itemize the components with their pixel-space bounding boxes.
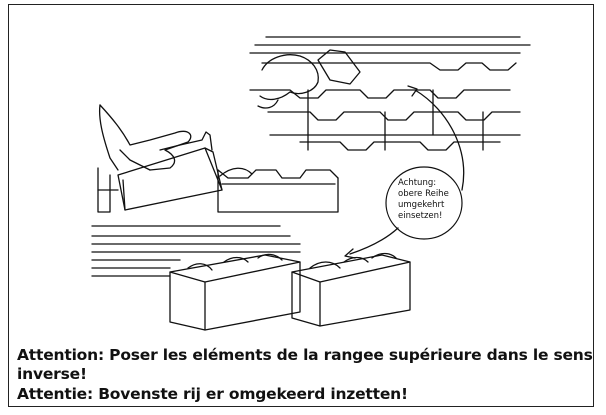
- lower-block-left: [169, 253, 301, 331]
- lower-block-right: [291, 252, 411, 327]
- caption-dutch: Attentie: Bovenste rij er omgekeerd inze…: [17, 385, 408, 403]
- caption-french: Attention: Poser les eléments de la rang…: [17, 346, 593, 383]
- callout-line-2: obere Reihe: [398, 189, 449, 199]
- callout-line-1: Achtung:: [398, 178, 437, 188]
- upper-wall-courses: [249, 36, 531, 151]
- illustration-frame: [8, 4, 594, 407]
- callout-text: Achtung: obere Reihe umgekehrt einsetzen…: [398, 178, 460, 222]
- arrow-upper: [414, 89, 465, 191]
- lower-course-lines: [91, 225, 301, 277]
- middle-blocks: [97, 167, 339, 213]
- hand-placing-block: [98, 104, 223, 211]
- callout-line-4: einsetzen!: [398, 211, 443, 221]
- callout-bubble: [385, 166, 463, 240]
- arrow-lower: [349, 227, 399, 255]
- callout-line-3: umgekehrt: [398, 200, 445, 210]
